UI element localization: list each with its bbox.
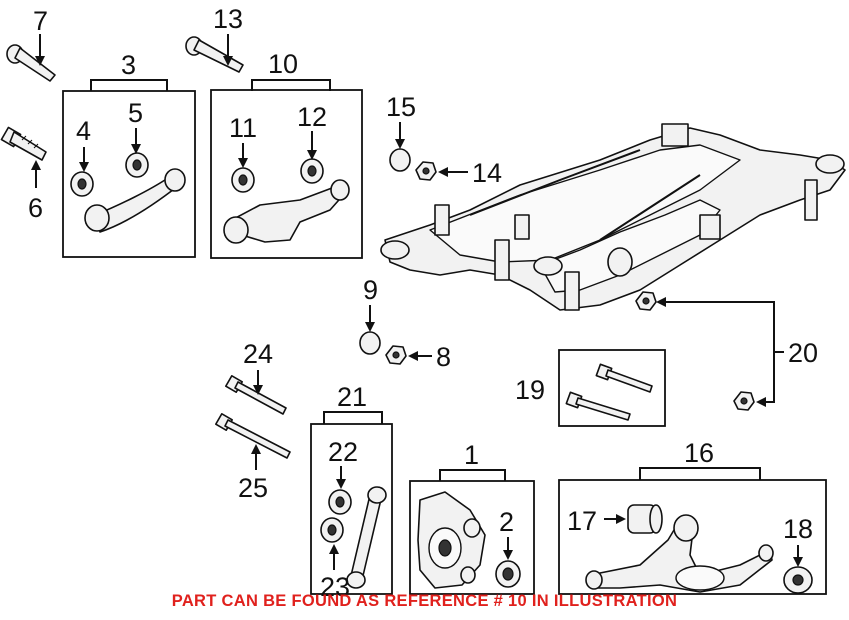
callout-12: 12 <box>297 102 327 132</box>
bolt-7 <box>6 44 56 82</box>
callout-labels: 7 6 13 3 10 4 5 11 12 15 14 9 8 20 19 24… <box>28 4 818 602</box>
box-21 <box>310 423 393 595</box>
bushing-23 <box>320 517 344 543</box>
callout-9: 9 <box>363 275 378 305</box>
callout-10: 10 <box>268 49 298 79</box>
link-21 <box>346 486 387 589</box>
bolt-24 <box>225 375 287 415</box>
bushing-4 <box>70 171 94 197</box>
box-3 <box>62 90 196 258</box>
knuckle-1 <box>417 491 486 589</box>
leader-lines <box>31 34 803 570</box>
lower-arm-16 <box>585 514 774 593</box>
callout-14: 14 <box>472 158 502 188</box>
nut-20-lower <box>733 391 755 411</box>
callout-25: 25 <box>238 473 268 503</box>
callout-7: 7 <box>33 6 48 36</box>
callout-6: 6 <box>28 193 43 223</box>
callout-11: 11 <box>229 113 257 143</box>
bolt-13 <box>185 36 244 73</box>
bolts-19 <box>565 363 653 421</box>
callout-22: 22 <box>328 437 358 467</box>
bushing-5 <box>125 152 149 178</box>
bolt-6 <box>0 126 47 161</box>
bushing-18 <box>783 566 813 594</box>
box-1 <box>409 480 535 595</box>
washer-15 <box>389 148 411 172</box>
bushing-17 <box>627 504 663 534</box>
callout-2: 2 <box>499 507 514 537</box>
callout-13: 13 <box>213 4 243 34</box>
bushing-11 <box>231 167 255 193</box>
rear-subframe <box>380 123 846 311</box>
callout-24: 24 <box>243 339 273 369</box>
nut-8 <box>385 345 407 365</box>
callout-20: 20 <box>788 338 818 368</box>
callout-8: 8 <box>436 342 451 372</box>
bushing-12 <box>300 158 324 184</box>
control-arm-10 <box>223 179 350 244</box>
callout-19: 19 <box>515 375 545 405</box>
callout-4: 4 <box>76 116 91 146</box>
control-arm-3 <box>84 168 186 233</box>
bolt-25 <box>215 413 291 459</box>
box-19 <box>558 349 666 427</box>
callout-17: 17 <box>567 506 597 536</box>
bushing-2 <box>495 560 521 588</box>
callout-5: 5 <box>128 98 143 128</box>
reference-note: PART CAN BE FOUND AS REFERENCE # 10 IN I… <box>171 592 678 610</box>
callout-18: 18 <box>783 514 813 544</box>
bushing-22 <box>328 489 352 515</box>
nut-14 <box>415 161 437 181</box>
box-16 <box>558 479 827 595</box>
callout-3: 3 <box>121 50 136 80</box>
callout-15: 15 <box>386 92 416 122</box>
box-10 <box>210 89 363 259</box>
callout-16: 16 <box>684 438 714 468</box>
callout-1: 1 <box>464 440 479 470</box>
nut-20-upper <box>635 291 657 311</box>
callout-23: 23 <box>320 572 350 602</box>
washer-9 <box>359 331 381 355</box>
callout-21: 21 <box>337 382 367 412</box>
